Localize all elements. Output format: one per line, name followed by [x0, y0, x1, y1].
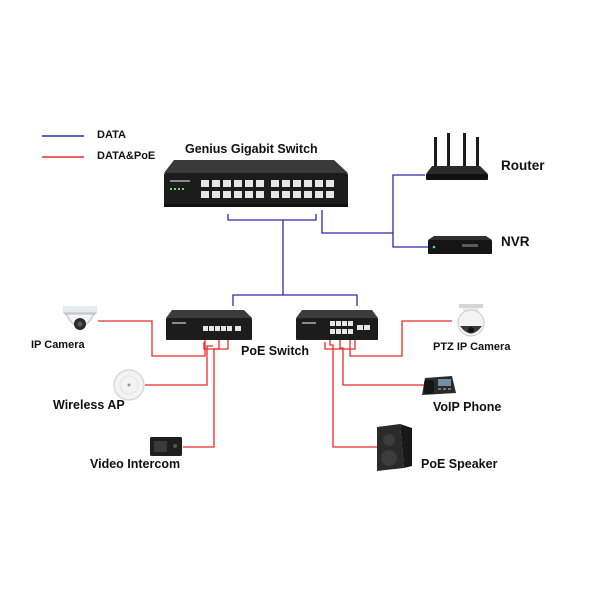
- core-switch-port: [223, 191, 231, 198]
- core-switch-port: [326, 191, 334, 198]
- core-switch-port: [256, 191, 264, 198]
- poe-switch-label: PoE Switch: [241, 344, 310, 358]
- core-switch-port: [293, 180, 301, 187]
- core-switch-port: [304, 191, 312, 198]
- poe-speaker-label: PoE Speaker: [421, 457, 498, 471]
- core-switch-port: [304, 180, 312, 187]
- core-switch-port: [234, 191, 242, 198]
- poe-link-ip-camera: [98, 320, 206, 357]
- legend-poe-label: DATA&PoE: [97, 150, 156, 162]
- legend: [42, 135, 84, 158]
- router-icon: [426, 133, 488, 180]
- core-switch-port: [223, 180, 231, 187]
- poe-connections: [98, 320, 452, 448]
- video-intercom-icon: [150, 437, 182, 456]
- core-switch-port: [212, 180, 220, 187]
- core-switch-port: [315, 180, 323, 187]
- core-switch-label: Genius Gigabit Switch: [185, 142, 318, 156]
- core-switch-port: [256, 180, 264, 187]
- legend-data-label: DATA: [97, 129, 126, 141]
- router-label: Router: [501, 158, 545, 173]
- poe-switch-right-icon: [296, 310, 378, 340]
- video-intercom-label: Video Intercom: [90, 457, 181, 471]
- core-switch-port: [315, 191, 323, 198]
- core-switch-port: [212, 191, 220, 198]
- core-switch-port: [201, 191, 209, 198]
- core-switch-port: [245, 180, 253, 187]
- core-switch-bracket: [227, 214, 317, 221]
- ptz-camera-label: PTZ IP Camera: [433, 341, 511, 353]
- aggregation-to-poe-switches: [232, 294, 358, 306]
- ip-camera-label: IP Camera: [31, 339, 85, 351]
- poe-link-wireless-ap: [145, 345, 213, 386]
- poe-link-voip-phone: [339, 338, 425, 386]
- nvr-icon: [428, 236, 492, 254]
- wireless-ap-label: Wireless AP: [53, 398, 125, 412]
- core-switch-port: [293, 191, 301, 198]
- poe-link-video-intercom: [183, 338, 220, 448]
- core-to-nvr-link: [392, 233, 428, 248]
- wireless-ap-icon: [113, 369, 145, 401]
- core-switch-port: [271, 191, 279, 198]
- right-switch-port-bracket: [324, 338, 356, 350]
- ip-camera-icon: [63, 306, 97, 330]
- voip-phone-icon: [422, 376, 456, 395]
- voip-phone-label: VoIP Phone: [433, 400, 502, 414]
- ptz-camera-icon: [457, 304, 485, 337]
- core-switch-port: [326, 180, 334, 187]
- nvr-label: NVR: [501, 234, 530, 249]
- core-switch-port: [245, 191, 253, 198]
- poe-switch-left-icon: [166, 310, 252, 340]
- poe-speaker-icon: [377, 424, 412, 471]
- core-switch-port: [201, 180, 209, 187]
- core-switch-port: [282, 191, 290, 198]
- left-switch-port-bracket: [203, 338, 229, 350]
- poe-link-poe-speaker: [329, 338, 377, 448]
- data-connections: [227, 174, 428, 306]
- poe-link-ptz-camera: [349, 320, 452, 357]
- core-switch-port: [271, 180, 279, 187]
- core-switch-port: [282, 180, 290, 187]
- core-switch-icon: [164, 160, 348, 207]
- core-switch-port: [234, 180, 242, 187]
